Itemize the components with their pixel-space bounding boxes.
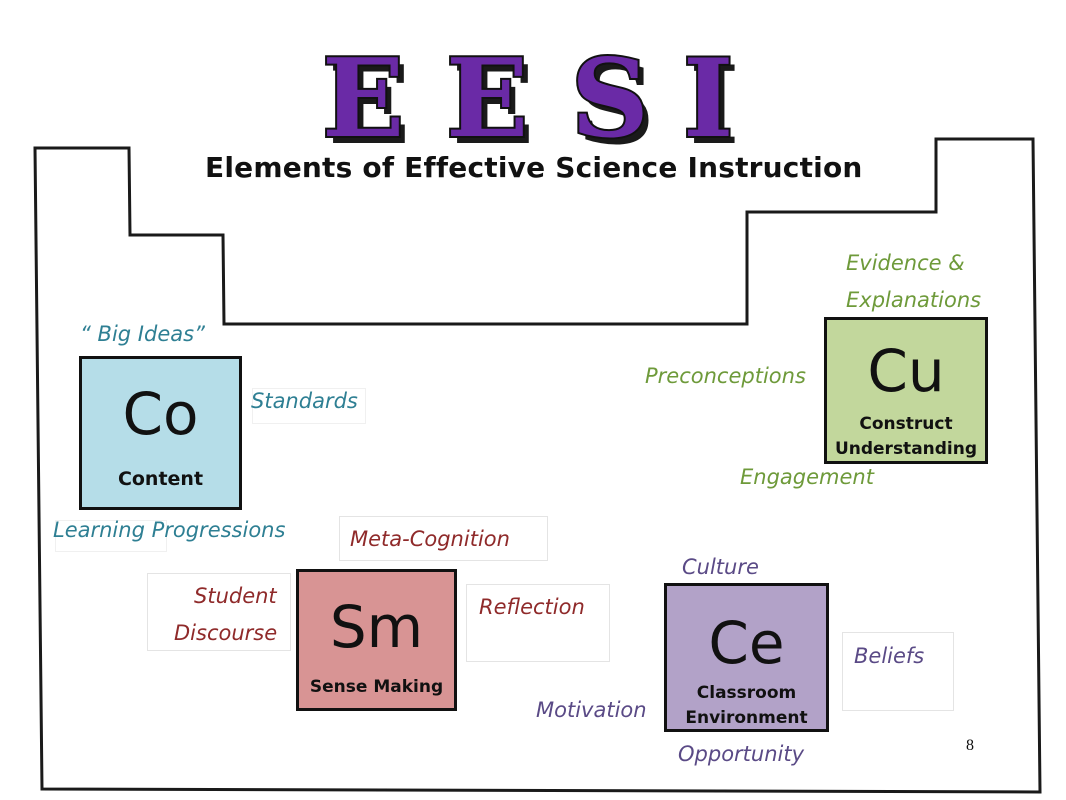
term-culture: Culture — [682, 555, 759, 579]
term-engagement: Engagement — [740, 465, 874, 489]
logo-letter-e1: E — [322, 36, 404, 160]
element-name-understanding: Understanding — [834, 439, 978, 459]
beliefs-frame — [842, 632, 954, 711]
term-reflection: Reflection — [479, 595, 585, 619]
element-symbol-sm: Sm — [329, 593, 424, 661]
standards-frame — [252, 388, 366, 424]
logo-letter-shadow-1: E — [328, 43, 410, 160]
term-meta-cognition: Meta-Cognition — [350, 527, 510, 551]
meta-cognition-frame — [339, 516, 548, 561]
term-student: Student — [194, 584, 277, 608]
logo-shadow-layer: E E S I — [328, 43, 740, 160]
term-standards: Standards — [251, 389, 358, 413]
logo-letter-shadow-3: S — [577, 43, 655, 160]
logo-letter-shadow-2: E — [452, 43, 534, 160]
eesi-logo: E E S I E E S I — [320, 34, 740, 160]
logo-letter-e2: E — [446, 36, 528, 160]
term-preconceptions: Preconceptions — [645, 364, 806, 388]
element-sense-making: Sm Sense Making — [296, 569, 457, 711]
logo-letter-shadow-4: I — [689, 43, 740, 160]
term-evidence: Evidence & — [846, 251, 965, 275]
term-learning-progressions: Learning Progressions — [53, 518, 286, 542]
subtitle: Elements of Effective Science Instructio… — [205, 151, 863, 184]
term-explanations: Explanations — [846, 288, 982, 312]
element-construct-understanding: Cu Construct Understanding — [824, 317, 988, 464]
logo-letter-layer: E E S I — [320, 34, 736, 160]
element-symbol-ce: Ce — [708, 609, 785, 677]
element-name-content: Content — [117, 468, 204, 490]
term-big-ideas: “ Big Ideas” — [80, 322, 205, 346]
element-name-construct: Construct — [859, 414, 953, 434]
element-name-classroom: Classroom — [696, 683, 797, 703]
term-opportunity: Opportunity — [678, 742, 805, 766]
term-motivation: Motivation — [536, 698, 647, 722]
element-symbol-co: Co — [122, 380, 199, 448]
element-symbol-cu: Cu — [867, 337, 945, 405]
logo-letter-s: S — [571, 36, 649, 160]
learning-progressions-frame — [55, 520, 167, 552]
element-name-environment: Environment — [685, 708, 808, 728]
reflection-frame — [466, 584, 610, 662]
logo-letter-i: I — [683, 36, 734, 160]
term-beliefs: Beliefs — [854, 644, 925, 668]
element-classroom-environment: Ce Classroom Environment — [664, 583, 829, 732]
page-number: 8 — [966, 737, 974, 754]
term-discourse: Discourse — [174, 621, 278, 645]
element-content: Co Content — [79, 356, 242, 510]
student-discourse-frame — [147, 573, 291, 651]
element-name-sense-making: Sense Making — [309, 677, 444, 697]
